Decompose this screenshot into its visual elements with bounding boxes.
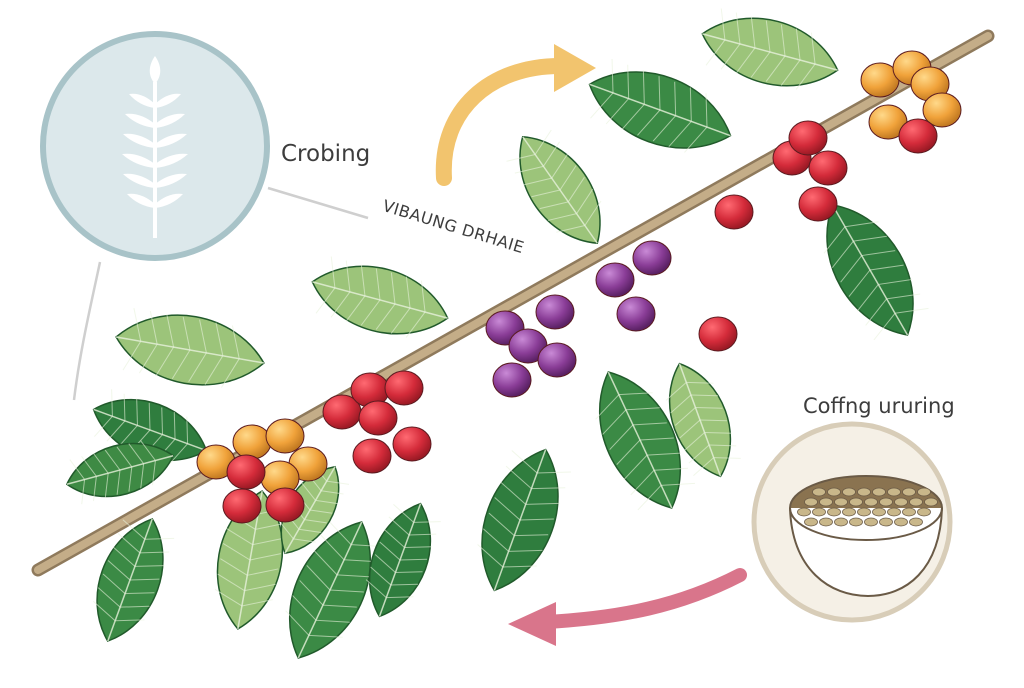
coffee-bean bbox=[797, 507, 811, 517]
purple-coffee-cherry bbox=[535, 294, 575, 330]
red-coffee-cherry bbox=[798, 186, 838, 222]
red-coffee-cherry bbox=[898, 118, 938, 154]
leaf bbox=[365, 502, 441, 618]
coffee-bean bbox=[902, 507, 916, 517]
purple-coffee-cherry bbox=[537, 342, 577, 378]
coffee-beans bbox=[797, 487, 938, 527]
leaf bbox=[285, 519, 385, 659]
leaf bbox=[701, 8, 839, 90]
coffee-bean bbox=[879, 497, 893, 507]
curved-arrow-left-icon bbox=[508, 568, 747, 646]
connector-line bbox=[267, 186, 369, 220]
coffee-bean bbox=[827, 487, 841, 497]
leaf bbox=[214, 490, 290, 630]
sprig-leaf bbox=[125, 113, 155, 128]
coffee-bean bbox=[924, 497, 938, 507]
leaf bbox=[115, 308, 265, 388]
red-coffee-cherry bbox=[226, 454, 266, 490]
orange-coffee-cherry bbox=[922, 92, 962, 128]
coffee-bean bbox=[909, 517, 923, 527]
leaf bbox=[823, 204, 929, 341]
sprig-leaf bbox=[123, 133, 155, 148]
sprig-leaf bbox=[155, 93, 181, 108]
coffee-bean bbox=[827, 507, 841, 517]
coffee-bean bbox=[909, 497, 923, 507]
coffee-bean bbox=[857, 507, 871, 517]
coffee-bean bbox=[812, 507, 826, 517]
sprig-leaf bbox=[155, 113, 185, 128]
red-coffee-cherry bbox=[392, 426, 432, 462]
leaf bbox=[65, 440, 175, 505]
sprig-leaf bbox=[129, 93, 155, 108]
coffee-bean bbox=[864, 517, 878, 527]
coffee-bean bbox=[849, 497, 863, 507]
red-coffee-cherry bbox=[698, 316, 738, 352]
berries bbox=[196, 50, 962, 524]
coffee-bean bbox=[834, 497, 848, 507]
sprig-leaf bbox=[155, 193, 183, 208]
coffee-bean bbox=[804, 517, 818, 527]
coffee-bean bbox=[872, 487, 886, 497]
red-coffee-cherry bbox=[788, 120, 828, 156]
coffee-bean bbox=[819, 517, 833, 527]
red-coffee-cherry bbox=[384, 370, 424, 406]
curing-label: Coffng ururing bbox=[803, 394, 955, 418]
orange-coffee-cherry bbox=[232, 424, 272, 460]
coffee-bean bbox=[834, 517, 848, 527]
coffee-bean bbox=[804, 497, 818, 507]
coffee-bean bbox=[864, 497, 878, 507]
coffee-bean bbox=[894, 517, 908, 527]
purple-coffee-cherry bbox=[616, 296, 656, 332]
coffee-bean bbox=[857, 487, 871, 497]
leaves bbox=[65, 8, 929, 659]
connector-line bbox=[72, 261, 102, 401]
coffee-bean bbox=[812, 487, 826, 497]
sprig-leaf bbox=[122, 153, 155, 168]
leaf bbox=[665, 362, 741, 478]
coffee-bean bbox=[849, 517, 863, 527]
purple-coffee-cherry bbox=[595, 262, 635, 298]
coffee-bean bbox=[842, 507, 856, 517]
leaf bbox=[506, 129, 602, 245]
orange-coffee-cherry bbox=[265, 418, 305, 454]
purple-coffee-cherry bbox=[632, 240, 672, 276]
sprig-leaves bbox=[122, 93, 188, 208]
red-coffee-cherry bbox=[358, 400, 398, 436]
coffee-bean bbox=[879, 517, 893, 527]
red-coffee-cherry bbox=[714, 194, 754, 230]
coffee-bean bbox=[917, 507, 931, 517]
coffee-bean bbox=[917, 487, 931, 497]
sprig-leaf bbox=[155, 153, 188, 168]
red-coffee-cherry bbox=[352, 438, 392, 474]
red-coffee-cherry bbox=[808, 150, 848, 186]
growing-label: Crobing bbox=[281, 141, 371, 167]
purple-coffee-cherry bbox=[492, 362, 532, 398]
coffee-bean bbox=[887, 487, 901, 497]
sprig-leaf bbox=[155, 173, 187, 188]
sprig-leaf bbox=[123, 173, 155, 188]
coffee-branch bbox=[31, 29, 995, 577]
curved-arrow-right-icon bbox=[435, 44, 596, 186]
coffee-bean bbox=[842, 487, 856, 497]
leaf bbox=[311, 256, 449, 338]
coffee-bean bbox=[887, 507, 901, 517]
red-coffee-cherry bbox=[265, 487, 305, 523]
sprig-leaf bbox=[127, 193, 155, 208]
coffee-bean bbox=[819, 497, 833, 507]
sprig-leaf bbox=[155, 133, 187, 148]
coffee-bean bbox=[902, 487, 916, 497]
red-coffee-cherry bbox=[222, 488, 262, 524]
coffee-bean bbox=[894, 497, 908, 507]
leaf bbox=[477, 448, 571, 592]
leaf bbox=[588, 59, 732, 153]
leaf bbox=[595, 371, 695, 511]
coffee-bean bbox=[872, 507, 886, 517]
leaf bbox=[92, 518, 175, 642]
